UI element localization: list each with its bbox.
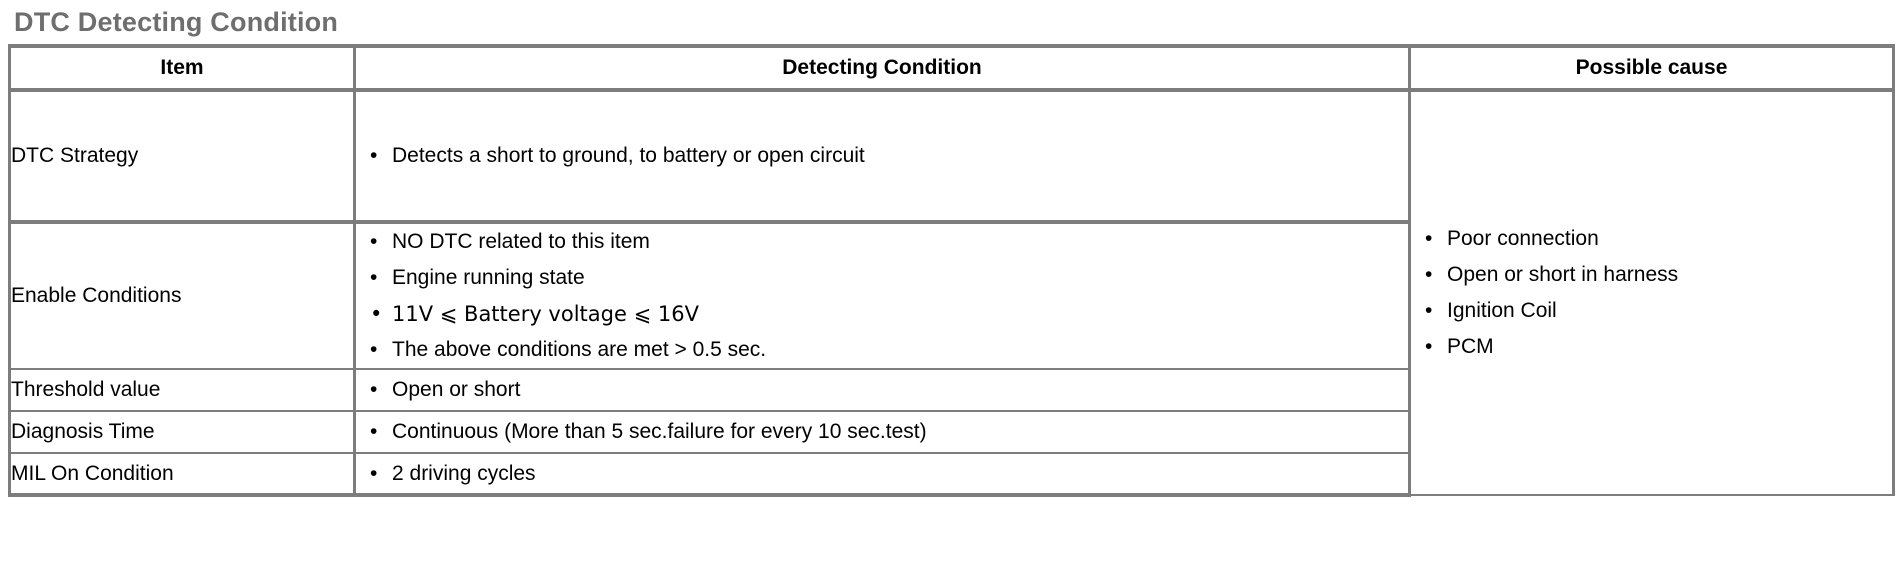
table-row: DTC Strategy Detects a short to ground, … [8,90,1895,496]
row-label-mil-on-condition: MIL On Condition [8,453,356,497]
condition-list: Detects a short to ground, to battery or… [356,138,1408,174]
possible-cause-cell: Poor connection Open or short in harness… [1409,90,1895,496]
table-row: Enable Conditions NO DTC related to this… [8,222,1894,370]
list-item: Engine running state [356,260,1408,296]
table-row: MIL On Condition 2 driving cycles [8,453,1894,497]
header-possible-cause: Possible cause [1409,44,1895,92]
list-item: NO DTC related to this item [356,224,1408,260]
table-row: Diagnosis Time Continuous (More than 5 s… [8,411,1894,454]
header-item: Item [8,44,356,92]
row-label-diagnosis-time: Diagnosis Time [8,411,356,454]
header-detecting-condition: Detecting Condition [354,44,1411,92]
row-label-dtc-strategy: DTC Strategy [8,90,356,224]
header-row: Item Detecting Condition Possible cause [8,44,1895,92]
list-item: Ignition Coil [1411,293,1892,329]
table-body: DTC Strategy Detects a short to ground, … [8,90,1895,497]
condition-list: NO DTC related to this item Engine runni… [356,224,1408,368]
row-conditions-threshold-value: Open or short [354,369,1411,412]
list-item: 2 driving cycles [356,456,1408,492]
condition-list: Continuous (More than 5 sec.failure for … [356,414,1408,450]
table-row: Threshold value Open or short [8,369,1894,412]
list-item: Open or short [356,372,1408,408]
row-label-enable-conditions: Enable Conditions [8,222,356,370]
row-conditions-diagnosis-time: Continuous (More than 5 sec.failure for … [354,411,1411,454]
table-header: Item Detecting Condition Possible cause [8,44,1895,92]
list-item: Continuous (More than 5 sec.failure for … [356,414,1408,450]
condition-list: 2 driving cycles [356,456,1408,492]
row-conditions-mil-on-condition: 2 driving cycles [354,453,1411,497]
row-conditions-dtc-strategy: Detects a short to ground, to battery or… [354,90,1411,224]
list-item: Detects a short to ground, to battery or… [356,138,1408,174]
page-title: DTC Detecting Condition [14,7,339,37]
condition-list: Open or short [356,372,1408,408]
list-item: Poor connection [1411,221,1892,257]
list-item: PCM [1411,329,1892,365]
list-item: Open or short in harness [1411,257,1892,293]
possible-cause-list: Poor connection Open or short in harness… [1411,221,1892,365]
list-item: 11V ⩽ Battery voltage ⩽ 16V [356,296,1408,332]
row-label-threshold-value: Threshold value [8,369,356,412]
list-item: The above conditions are met > 0.5 sec. [356,332,1408,368]
dtc-detecting-condition-table: Item Detecting Condition Possible cause … [8,44,1895,497]
dtc-table-wrapper: Item Detecting Condition Possible cause … [8,44,1895,497]
row-conditions-enable-conditions: NO DTC related to this item Engine runni… [354,222,1411,370]
